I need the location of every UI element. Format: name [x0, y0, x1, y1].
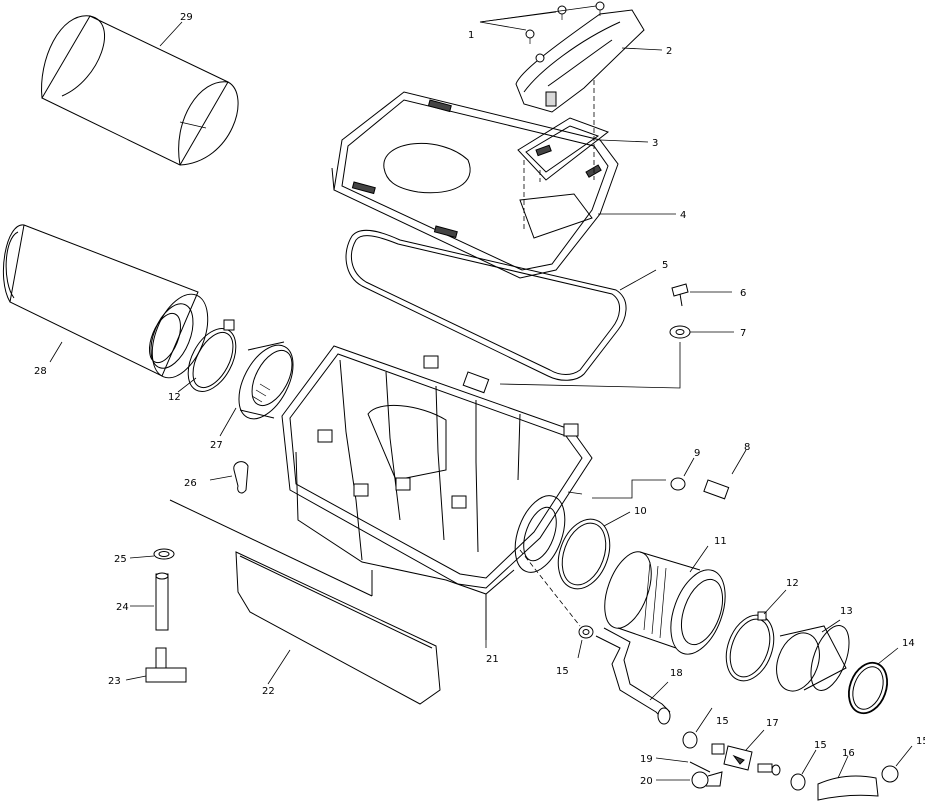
callout-10: 10: [634, 506, 647, 517]
callout-21: 21: [486, 654, 499, 665]
callout-27: 27: [210, 440, 223, 451]
callout-4: 4: [680, 210, 686, 221]
callout-15-a: 15: [556, 666, 569, 677]
callout-22: 22: [262, 686, 275, 697]
part-1-screws: [479, 1, 605, 63]
callout-20: 20: [640, 776, 653, 787]
callout-11: 11: [714, 536, 727, 547]
callout-12-left: 12: [168, 392, 181, 403]
callout-16: 16: [842, 748, 855, 759]
callout-23: 23: [108, 676, 121, 687]
callout-26: 26: [184, 478, 197, 489]
part-13-boot: [776, 619, 850, 692]
callout-3: 3: [652, 138, 658, 149]
callout-9: 9: [694, 448, 700, 459]
callout-1: 1: [468, 30, 474, 41]
callout-15-b: 15: [716, 716, 729, 727]
callout-25: 25: [114, 554, 127, 565]
part-3-gasket-plate: [517, 80, 649, 232]
part-21-airbox-body: [281, 345, 593, 648]
part-10-gasket-ring: [557, 511, 631, 590]
part-15-clamp-c: [790, 749, 817, 791]
part-28-filter-element: [2, 224, 209, 379]
callout-5: 5: [662, 260, 668, 271]
callout-15-d: 15: [916, 736, 925, 747]
part-2-intake-duct: [515, 9, 663, 113]
part-18-hose: [595, 627, 671, 725]
part-6-screw: [671, 283, 732, 307]
callout-24: 24: [116, 602, 129, 613]
part-27-adapter: [219, 341, 294, 437]
part-25-clamp: [129, 548, 175, 560]
callout-14: 14: [902, 638, 915, 649]
part-11-outlet-duct: [604, 545, 726, 655]
callout-2: 2: [666, 46, 672, 57]
callout-17: 17: [766, 718, 779, 729]
part-15-clamp-a: [519, 549, 594, 659]
part-26-clip: [209, 461, 249, 494]
part-29-filter-sleeve: [41, 15, 239, 166]
callout-12-right: 12: [786, 578, 799, 589]
part-7-washer: [499, 325, 734, 389]
callout-6: 6: [740, 288, 746, 299]
part-17-fitting: [711, 729, 781, 776]
part-15-clamp-b: [682, 707, 713, 749]
callout-18: 18: [670, 668, 683, 679]
callout-labels: 1 2 3 4 5 6 7 8 9 10 11 12 12 13 14 15 1…: [34, 12, 925, 787]
part-23-tee-fitting: [125, 647, 187, 683]
part-12-clamp-right: [725, 589, 787, 682]
part-16-hose: [817, 755, 879, 801]
part-5-seal: [345, 229, 657, 381]
part-12-clamp-left: [177, 319, 237, 393]
part-8-pin: [703, 449, 747, 500]
callout-8: 8: [744, 442, 750, 453]
part-4-airbox-cover: [331, 91, 676, 279]
callout-15-c: 15: [814, 740, 827, 751]
callout-19: 19: [640, 754, 653, 765]
part-14-ring: [847, 647, 899, 715]
callout-29: 29: [180, 12, 193, 23]
part-22-panel: [169, 499, 441, 705]
part-15-clamp-d: [881, 745, 913, 783]
callout-13: 13: [840, 606, 853, 617]
callout-28: 28: [34, 366, 47, 377]
part-19-20-clip: [655, 757, 723, 789]
part-24-tube: [130, 572, 169, 631]
part-9-grommet: [592, 457, 695, 499]
callout-7: 7: [740, 328, 746, 339]
